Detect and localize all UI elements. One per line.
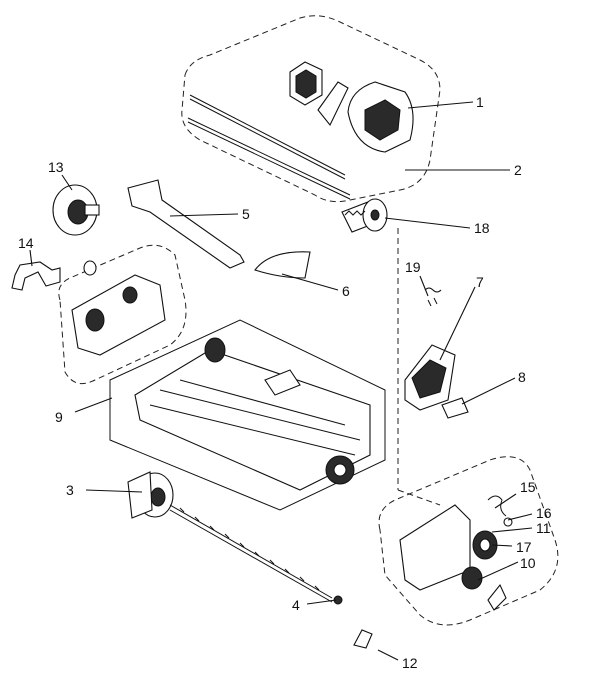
paper-feed-block	[404, 344, 456, 411]
carriage-bracket	[289, 61, 323, 106]
callout-3: 3	[66, 482, 74, 498]
guide-rods	[187, 94, 351, 200]
callout-9: 9	[55, 409, 63, 425]
callout-13: 13	[48, 159, 64, 175]
small-bracket	[11, 261, 61, 291]
callout-17: 17	[516, 539, 532, 555]
callout-2: 2	[514, 162, 522, 178]
release-lever	[441, 397, 469, 419]
callout-18: 18	[474, 220, 490, 236]
stepper-motor	[127, 471, 174, 519]
callout-16: 16	[536, 505, 552, 521]
side-frame	[71, 260, 166, 356]
callout-12: 12	[402, 655, 418, 671]
callout-10: 10	[520, 555, 536, 571]
gear-group	[399, 495, 513, 611]
main-frame-mechanism	[134, 337, 371, 491]
connector-dash-18-to-gears-b	[397, 489, 441, 506]
leader-lines	[29, 101, 533, 661]
callout-11: 11	[536, 520, 551, 536]
callout-5: 5	[242, 206, 250, 222]
platen-roller	[341, 198, 388, 233]
callout-1: 1	[476, 94, 484, 110]
small-spring	[424, 287, 442, 307]
main-frame-outline	[109, 319, 386, 511]
carriage-group-outline	[181, 15, 441, 203]
pin-part	[353, 629, 373, 649]
film-strip	[254, 251, 311, 279]
print-head	[347, 81, 414, 153]
motor-assembly	[52, 184, 100, 236]
callout-15: 15	[520, 479, 536, 495]
ribbon-guide	[317, 81, 349, 127]
flat-cable	[127, 179, 245, 269]
callout-14: 14	[18, 235, 34, 251]
callout-8: 8	[518, 369, 526, 385]
side-frame-outline	[58, 244, 187, 385]
callout-19: 19	[405, 259, 421, 275]
callout-6: 6	[342, 283, 350, 299]
callout-4: 4	[292, 597, 300, 613]
lead-screw	[169, 504, 333, 603]
callout-7: 7	[476, 274, 484, 290]
